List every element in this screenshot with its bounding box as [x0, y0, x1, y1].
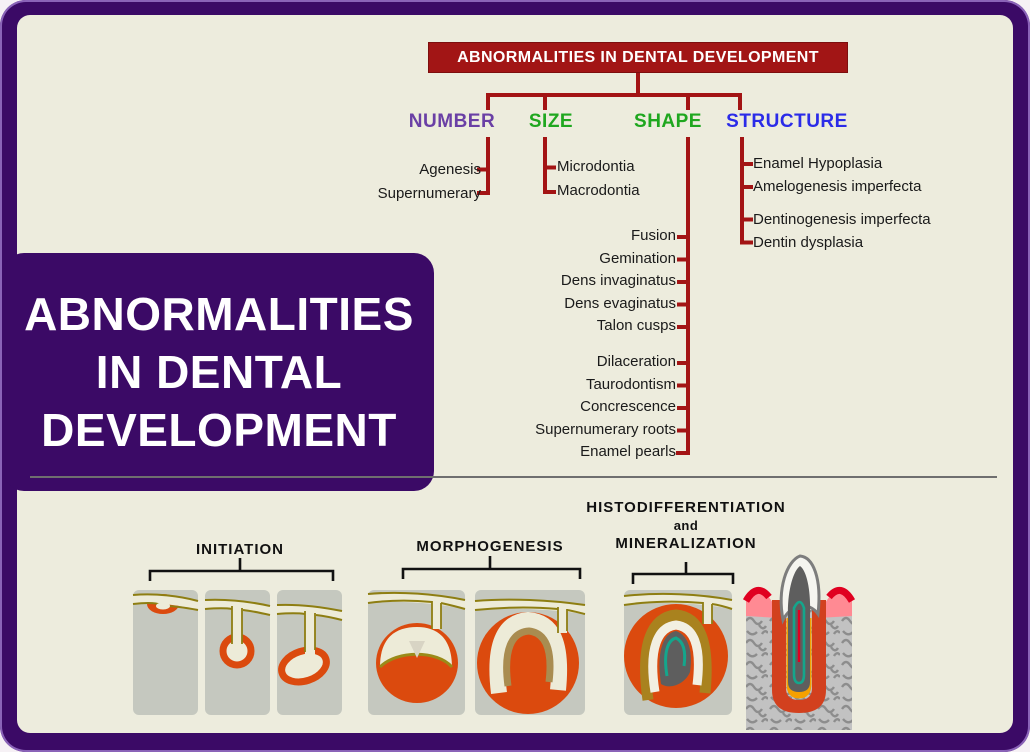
- category-label-number: NUMBER: [408, 111, 496, 132]
- stage-label-histodifferentiation: HISTODIFFERENTIATION and MINERALIZATION: [586, 499, 786, 553]
- shape-item: Gemination: [599, 249, 676, 267]
- category-label-size: SIZE: [528, 111, 574, 132]
- stage-label-initiation: INITIATION: [195, 541, 285, 558]
- size-item: Microdontia: [557, 158, 635, 175]
- structure-item: Dentinogenesis imperfecta: [753, 211, 931, 228]
- side-title-box: ABNORMALITIES IN DENTAL DEVELOPMENT: [4, 253, 434, 491]
- side-title-line: IN DENTAL: [95, 346, 343, 398]
- banner-title-text: ABNORMALITIES IN DENTAL DEVELOPMENT: [457, 48, 819, 66]
- side-title-line: ABNORMALITIES: [24, 288, 414, 340]
- shape-item: Concrescence: [580, 398, 676, 415]
- histo-line2: and: [673, 518, 699, 533]
- shape-item: Dens invaginatus: [560, 272, 676, 289]
- category-label-shape: SHAPE: [634, 111, 702, 132]
- shape-item: Taurodontism: [585, 375, 676, 393]
- stage-label-morphogenesis: MORPHOGENESIS: [416, 538, 564, 555]
- shape-item: Enamel pearls: [580, 443, 676, 460]
- number-item: Agenesis: [419, 161, 481, 178]
- shape-item: Fusion: [630, 227, 676, 244]
- side-title-line: DEVELOPMENT: [41, 404, 397, 456]
- shape-item: Dens evaginatus: [564, 294, 676, 312]
- structure-item: Amelogenesis imperfecta: [753, 178, 922, 195]
- size-item: Macrodontia: [557, 182, 640, 199]
- section-divider-line: [30, 476, 997, 478]
- shape-item: Dilaceration: [596, 353, 676, 370]
- shape-item: Supernumerary roots: [535, 420, 676, 438]
- banner-title: ABNORMALITIES IN DENTAL DEVELOPMENT: [428, 42, 848, 73]
- shape-item: Talon cusps: [596, 317, 676, 334]
- structure-item: Dentin dysplasia: [753, 234, 864, 251]
- histo-line1: HISTODIFFERENTIATION: [586, 499, 786, 516]
- histo-line3: MINERALIZATION: [615, 535, 757, 552]
- number-item: Supernumerary: [377, 184, 481, 202]
- category-label-structure: STRUCTURE: [726, 111, 848, 132]
- structure-item: Enamel Hypoplasia: [753, 155, 883, 172]
